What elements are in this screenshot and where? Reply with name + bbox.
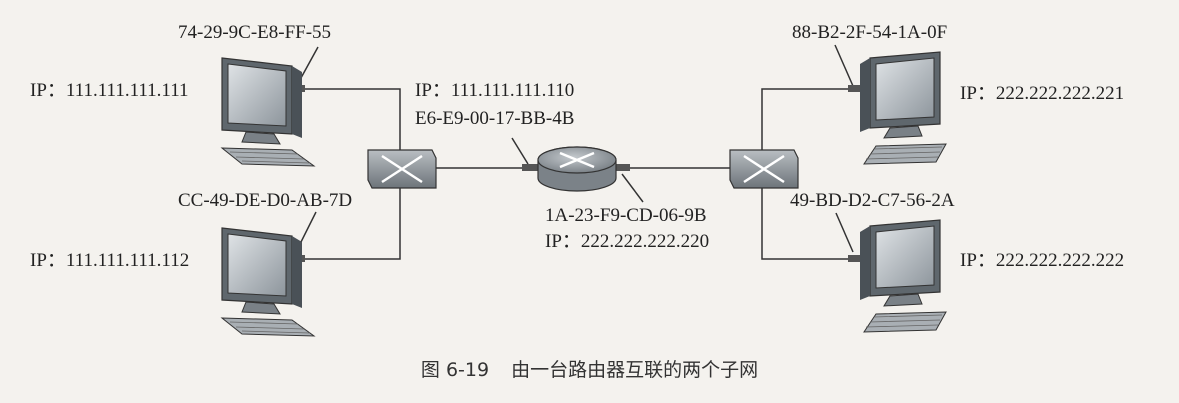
router-left-ip-value: 111.111.111.110 (450, 80, 575, 101)
host-computer-1 (220, 57, 316, 167)
host1-ip-value: 111.111.111.111 (65, 80, 189, 101)
host4-ip-value: 222.222.222.222 (995, 250, 1125, 271)
host3-mac-label: 88-B2-2F-54-1A-0F (792, 22, 948, 43)
host1-mac-label: 74-29-9C-E8-FF-55 (178, 22, 332, 43)
link-host2-switch1 (303, 188, 401, 260)
host4-ip-label: IP：222.222.222.222 (960, 250, 1125, 271)
router-right-ip-label: IP：222.222.222.220 (545, 231, 710, 252)
host2-mac-label: CC-49-DE-D0-AB-7D (178, 190, 353, 211)
link-switch2-host3 (761, 88, 852, 150)
pointer-host3-mac (834, 44, 854, 87)
switch-left (367, 149, 437, 189)
router (537, 146, 617, 192)
link-host1-switch1 (303, 88, 401, 150)
host2-ip-label: IP：111.111.111.112 (30, 250, 190, 271)
pointer-host4-mac (835, 212, 854, 253)
router-x-icon (559, 151, 595, 169)
monitor-icon (221, 57, 302, 145)
keyboard-icon (220, 317, 316, 337)
figure-number: 图 6-19 (420, 359, 490, 381)
switch-right (729, 149, 799, 189)
figure-caption: 图 6-19 由一台路由器互联的两个子网 (0, 355, 1179, 382)
adapter-host4 (848, 255, 864, 262)
adapter-router-right (614, 164, 630, 171)
host-computer-4 (860, 219, 947, 333)
host3-ip-label: IP：222.222.222.221 (960, 83, 1125, 104)
router-left-ip-label: IP：111.111.111.110 (415, 80, 575, 101)
links (295, 44, 854, 260)
adapter-router-left (522, 164, 538, 171)
host-computer-2 (220, 227, 316, 337)
host4-mac-label: 49-BD-D2-C7-56-2A (790, 190, 955, 211)
switch-right-x-icon (743, 154, 785, 184)
switch-left-x-icon (381, 154, 423, 184)
router-right-ip-value: 222.222.222.220 (580, 231, 710, 252)
adapter-host3 (848, 85, 864, 92)
host-computer-3 (860, 51, 947, 165)
host2-ip-value: 111.111.111.112 (65, 250, 190, 271)
figure-title: 由一台路由器互联的两个子网 (511, 359, 759, 381)
host1-ip-label: IP：111.111.111.111 (30, 80, 189, 101)
router-left-mac-label: E6-E9-00-17-BB-4B (415, 108, 575, 129)
link-switch2-host4 (761, 188, 852, 260)
keyboard-icon (220, 147, 316, 167)
host3-ip-value: 222.222.222.221 (995, 83, 1125, 104)
pointer-router-left-mac (511, 137, 529, 165)
pointer-router-right-mac (621, 173, 644, 203)
router-right-mac-label: 1A-23-F9-CD-06-9B (545, 205, 707, 226)
